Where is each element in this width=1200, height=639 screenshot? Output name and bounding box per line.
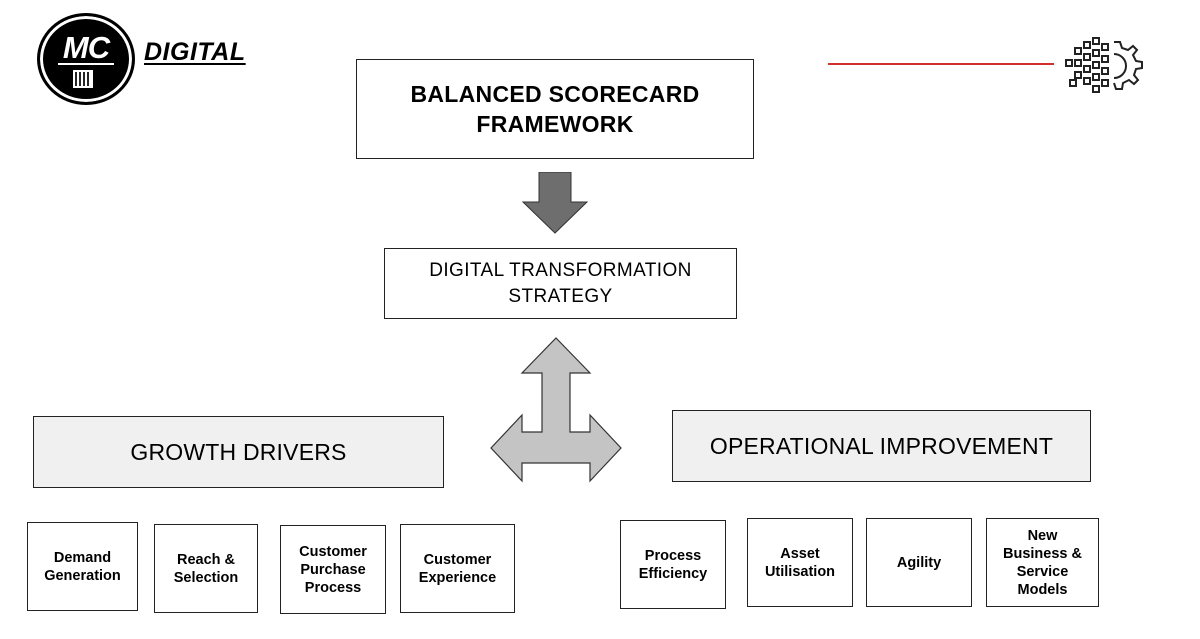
strategy-box: DIGITAL TRANSFORMATION STRATEGY <box>384 248 737 319</box>
brand-logo-underline <box>58 63 114 65</box>
operational-improvement-box: OPERATIONAL IMPROVEMENT <box>672 410 1091 482</box>
growth-item-customer-experience: Customer Experience <box>400 524 515 613</box>
brand-logo-text: MC <box>62 30 110 65</box>
down-arrow-icon <box>522 172 588 234</box>
brand-name: DIGITAL <box>144 38 246 66</box>
brand-logo <box>37 13 135 105</box>
operational-item-process-efficiency: Process Efficiency <box>620 520 726 609</box>
accent-line <box>828 63 1054 65</box>
three-way-arrow-icon <box>490 337 622 483</box>
framework-title-box: BALANCED SCORECARD FRAMEWORK <box>356 59 754 159</box>
growth-item-reach-selection: Reach & Selection <box>154 524 258 613</box>
operational-item-new-business-models: New Business & Service Models <box>986 518 1099 607</box>
growth-item-demand-generation: Demand Generation <box>27 522 138 611</box>
growth-drivers-box: GROWTH DRIVERS <box>33 416 444 488</box>
digital-gear-icon <box>1065 37 1143 93</box>
operational-item-agility: Agility <box>866 518 972 607</box>
growth-item-customer-purchase-process: Customer Purchase Process <box>280 525 386 614</box>
operational-item-asset-utilisation: Asset Utilisation <box>747 518 853 607</box>
qr-code-icon <box>73 70 93 88</box>
